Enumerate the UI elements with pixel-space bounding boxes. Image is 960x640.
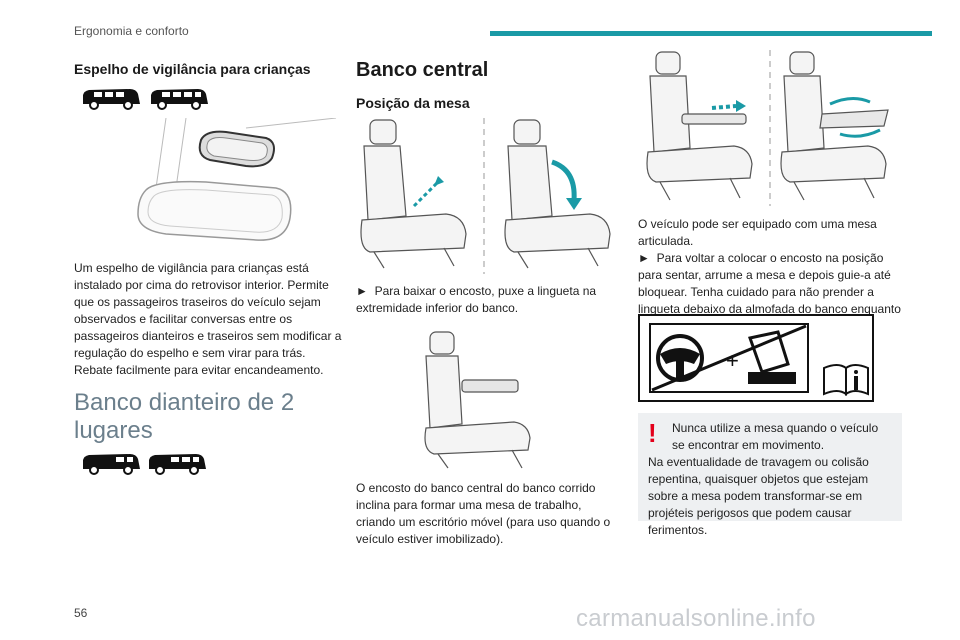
central-seat-description: O encosto do banco central do banco corr… bbox=[356, 481, 611, 546]
seat-illustration bbox=[360, 118, 611, 274]
warning-pictogram: + bbox=[638, 314, 874, 402]
mirror-description: Um espelho de vigilância para crianças e… bbox=[74, 261, 342, 377]
mirror-section-title: Espelho de vigilância para crianças bbox=[74, 61, 311, 77]
section-header: Ergonomia e conforto bbox=[74, 24, 189, 38]
warning-icon: ! bbox=[648, 418, 657, 448]
seat-table-icon bbox=[748, 330, 796, 384]
instruction-bullet: ► bbox=[638, 251, 650, 265]
van-icon bbox=[83, 89, 140, 110]
instruction-text: Para baixar o encosto, puxe a lingueta n… bbox=[356, 284, 597, 315]
mpv-icon bbox=[151, 89, 208, 110]
seat-illustration bbox=[646, 50, 889, 206]
warning-box bbox=[638, 413, 902, 521]
steering-wheel-icon bbox=[656, 334, 704, 382]
instruction-bullet: ► bbox=[356, 284, 368, 298]
front-bench-title-line2: lugares bbox=[74, 417, 153, 444]
folding-table-description: O veículo pode ser equipado com uma mesa… bbox=[638, 217, 877, 248]
manual-info-icon bbox=[823, 364, 869, 396]
front-bench-section-title: Banco dianteiro de 2 lugares bbox=[74, 389, 342, 445]
van-icon bbox=[83, 454, 140, 475]
page-number: 56 bbox=[74, 606, 88, 620]
watermark: carmanualsonline.info bbox=[576, 605, 816, 632]
header-accent-bar bbox=[490, 31, 932, 36]
lower-backrest-instruction: ► Para baixar o encosto, puxe a lingueta… bbox=[356, 283, 614, 317]
warning-line1: Nunca utilize a mesa quando o veículo se… bbox=[672, 421, 879, 452]
seat-illustration bbox=[424, 331, 531, 469]
table-position-subtitle: Posição da mesa bbox=[356, 95, 470, 111]
central-seat-title: Banco central bbox=[356, 59, 489, 81]
svg-text:+: + bbox=[726, 348, 739, 373]
mpv-icon bbox=[149, 454, 206, 475]
rear-view-mirror-illustration bbox=[137, 118, 337, 241]
warning-line2: Na eventualidade de travagem ou colisão … bbox=[648, 455, 869, 537]
front-bench-title-line1: Banco dianteiro de 2 bbox=[74, 389, 295, 416]
